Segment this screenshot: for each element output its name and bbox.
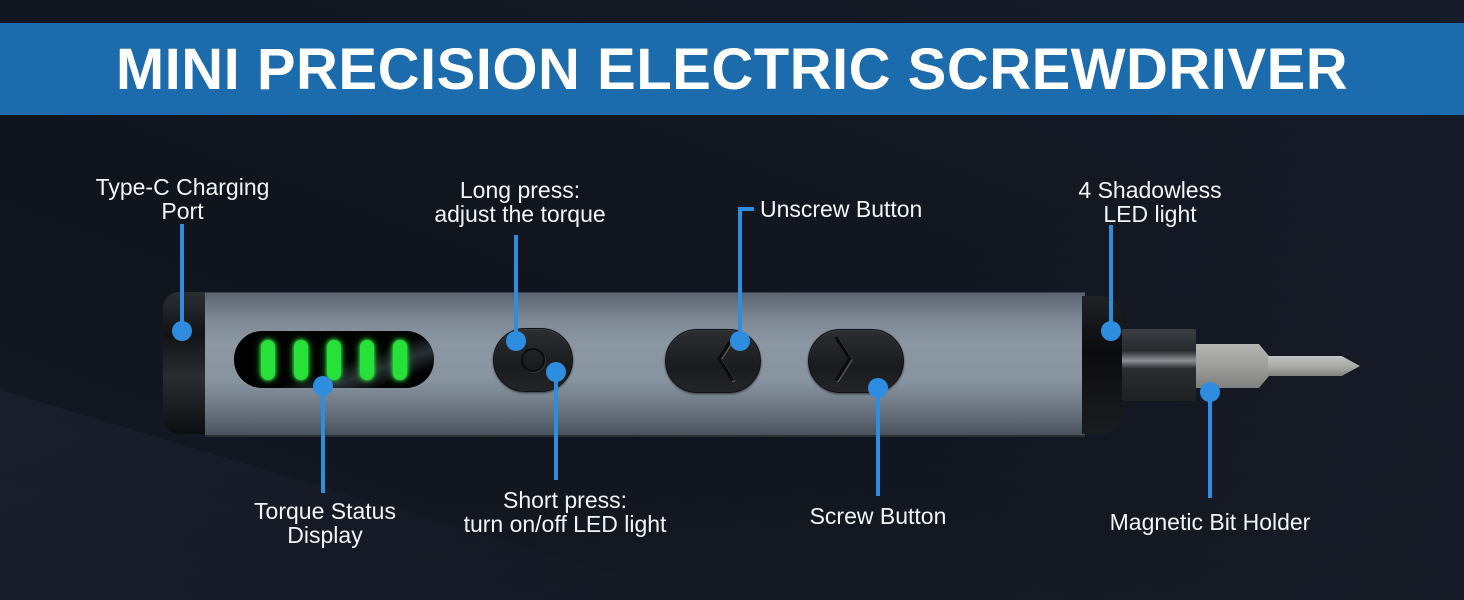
led-light-cap: [1082, 296, 1122, 434]
callout-bit-holder-leader: [1208, 392, 1212, 498]
callout-charging-port-dot: [172, 321, 192, 341]
callout-long-press-leader: [514, 235, 518, 339]
callout-screw-leader: [876, 388, 880, 496]
callout-unscrew-dot: [730, 331, 750, 351]
callout-torque-status-leader: [321, 386, 325, 493]
callout-screw-label: Screw Button: [809, 503, 947, 529]
torque-led-bar: [261, 339, 275, 380]
callout-bit-holder-dot: [1200, 382, 1220, 402]
callout-short-press-dot: [546, 362, 566, 382]
circle-icon: [521, 348, 545, 372]
callout-torque-status-dot: [313, 376, 333, 396]
unscrew-button[interactable]: 〈: [665, 329, 761, 393]
callout-long-press-dot: [506, 331, 526, 351]
torque-led-bar: [327, 339, 341, 380]
torque-led-bar: [294, 339, 308, 380]
torque-led-bar: [393, 339, 407, 380]
callout-unscrew-leader: [738, 207, 742, 340]
callout-charging-port-label: Type-C Charging Port: [95, 174, 270, 224]
torque-led-button[interactable]: [493, 328, 573, 392]
bit-hex-shank: [1196, 344, 1270, 388]
chevron-right-icon: 〉: [831, 333, 880, 389]
callout-torque-status-label: Torque Status Display: [254, 498, 396, 548]
callout-unscrew-label: Unscrew Button: [760, 196, 923, 222]
callout-charging-port-leader: [180, 224, 184, 330]
callout-bit-holder-label: Magnetic Bit Holder: [1109, 509, 1311, 535]
callout-short-press-leader: [554, 372, 558, 480]
callout-unscrew-leader-h: [738, 207, 754, 211]
bit-tip: [1268, 356, 1360, 376]
callout-led-light-dot: [1101, 321, 1121, 341]
callout-long-press-label: Long press: adjust the torque: [434, 177, 606, 227]
title-banner: MINI PRECISION ELECTRIC SCREWDRIVER: [0, 23, 1464, 115]
screw-button[interactable]: 〉: [808, 329, 904, 393]
torque-led-bar: [360, 339, 374, 380]
callout-led-light-label: 4 Shadowless LED light: [1078, 177, 1222, 227]
chevron-left-icon: 〈: [688, 333, 737, 389]
callout-short-press-label: Short press: turn on/off LED light: [463, 487, 667, 537]
page-title: MINI PRECISION ELECTRIC SCREWDRIVER: [115, 36, 1349, 102]
callout-screw-dot: [868, 378, 888, 398]
callout-led-light-leader: [1109, 225, 1113, 330]
torque-status-display: [234, 331, 434, 388]
charging-port-cap: [163, 292, 209, 434]
bit-holder-collar: [1122, 329, 1196, 401]
